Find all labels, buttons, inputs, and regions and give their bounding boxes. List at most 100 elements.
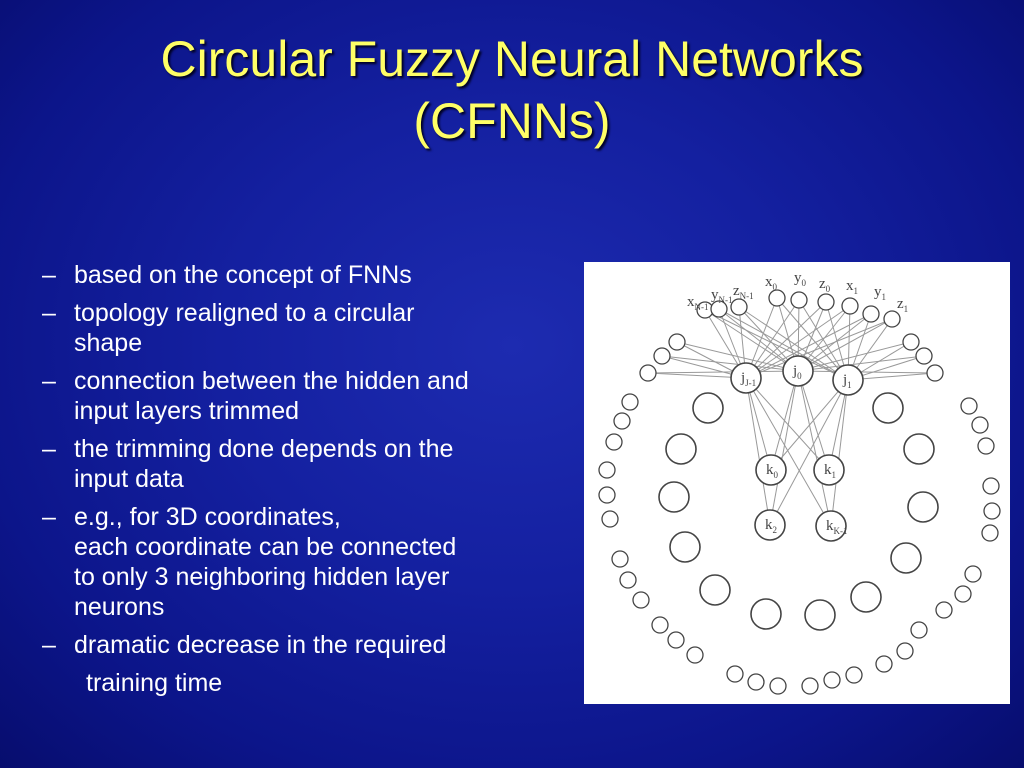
input-hidden-connection — [738, 306, 849, 381]
input-label-sub: 1 — [882, 292, 887, 302]
hidden-neuron — [850, 581, 882, 613]
input-neuron — [841, 297, 859, 315]
input-label: x0 — [765, 274, 778, 292]
input-neuron — [801, 677, 819, 695]
bullet-text: connection between the hidden and — [74, 367, 469, 395]
hidden-neuron — [750, 598, 782, 630]
hidden-output-connection — [745, 377, 830, 471]
input-neuron — [954, 585, 972, 603]
input-neuron — [710, 300, 728, 318]
slide-title-line-1: Circular Fuzzy Neural Networks — [160, 31, 864, 87]
input-label-sub: 0 — [802, 278, 807, 288]
bullet-text: neurons — [74, 593, 165, 621]
input-neuron — [730, 298, 748, 316]
input-label-sub: N-1 — [740, 291, 754, 301]
output-neuron-k — [815, 510, 847, 542]
input-neuron — [960, 397, 978, 415]
input-neuron — [621, 393, 639, 411]
input-neuron — [747, 673, 765, 691]
input-hidden-connection — [704, 309, 799, 372]
input-neuron — [667, 631, 685, 649]
hidden-neuron — [804, 599, 836, 631]
bullet-dash: – — [42, 435, 56, 463]
bullet-text: input data — [74, 465, 184, 493]
output-neuron-k — [754, 509, 786, 541]
input-neuron — [926, 364, 944, 382]
input-neuron — [613, 412, 631, 430]
input-label-sub: 0 — [826, 284, 831, 294]
output-neuron-k — [813, 454, 845, 486]
input-neuron — [915, 347, 933, 365]
input-label-sub: N-1 — [719, 295, 733, 305]
input-neuron — [977, 437, 995, 455]
input-label: z1 — [897, 296, 908, 314]
bullet-list: – based on the concept of FNNs – topolog… — [42, 260, 582, 706]
hidden-neuron-j-label: j0 — [792, 363, 802, 381]
hidden-neuron — [907, 491, 939, 523]
hidden-neuron — [872, 392, 904, 424]
slide-title: Circular Fuzzy Neural Networks (CFNNs) — [0, 28, 1024, 152]
input-neuron — [601, 510, 619, 528]
bullet-item: – dramatic decrease in the required trai… — [42, 630, 582, 698]
bullet-text: input layers trimmed — [74, 397, 300, 425]
hidden-neuron — [890, 542, 922, 574]
hidden-neuron — [903, 433, 935, 465]
bullet-dash: – — [42, 299, 56, 327]
input-hidden-connection — [745, 305, 851, 379]
input-neuron — [611, 550, 629, 568]
hidden-output-connection — [797, 370, 832, 527]
bullet-item: – connection between the hidden and inpu… — [42, 366, 582, 426]
input-neuron — [862, 305, 880, 323]
input-label-sub: 1 — [854, 286, 859, 296]
input-neuron — [845, 666, 863, 684]
input-neuron — [619, 571, 637, 589]
input-label: x1 — [846, 278, 858, 296]
input-label: y1 — [874, 284, 886, 302]
bullet-item: – based on the concept of FNNs — [42, 260, 582, 290]
hidden-neuron-j-label: j1 — [842, 372, 852, 390]
bullet-text: shape — [74, 329, 143, 357]
bullet-dash: – — [42, 631, 56, 659]
input-neuron — [964, 565, 982, 583]
input-hidden-connection — [647, 370, 799, 374]
input-neuron — [653, 347, 671, 365]
input-neuron — [726, 665, 744, 683]
input-neuron — [982, 477, 1000, 495]
hidden-neuron — [699, 574, 731, 606]
hidden-output-connection — [745, 377, 772, 471]
input-hidden-connection — [661, 355, 799, 372]
input-label: xN-1 — [687, 294, 709, 312]
input-neuron — [598, 486, 616, 504]
input-neuron — [823, 671, 841, 689]
input-neuron — [790, 291, 808, 309]
hidden-output-connection — [830, 379, 849, 527]
bullet-dash: – — [42, 367, 56, 395]
output-neuron-k-label-sub: 2 — [773, 525, 778, 535]
slide-title-line-2: (CFNNs) — [413, 93, 611, 149]
input-neuron — [769, 677, 787, 695]
input-neuron — [598, 461, 616, 479]
bullet-text: each coordinate can be connected — [74, 533, 457, 561]
bullet-item: – e.g., for 3D coordinates, each coordin… — [42, 502, 582, 622]
hidden-output-connection — [745, 377, 771, 526]
hidden-neuron-j-label-sub: 1 — [847, 380, 852, 390]
input-neuron — [875, 655, 893, 673]
input-hidden-connection — [797, 318, 893, 372]
input-label: y0 — [794, 270, 807, 288]
bullet-item: – the trimming done depends on the input… — [42, 434, 582, 494]
bullet-continuation: training time — [86, 669, 223, 697]
bullet-item: – topology realigned to a circular shape — [42, 298, 582, 358]
output-neuron-k-label-sub: 0 — [774, 470, 779, 480]
output-neuron-k-label-sub: 1 — [832, 470, 837, 480]
output-neuron-k — [755, 454, 787, 486]
input-neuron — [686, 646, 704, 664]
hidden-neuron — [692, 392, 724, 424]
hidden-output-connection — [745, 377, 832, 527]
input-hidden-connection — [797, 355, 925, 372]
input-neuron — [668, 333, 686, 351]
hidden-output-connection — [769, 370, 799, 526]
hidden-neuron-j-label-sub: 0 — [797, 371, 802, 381]
hidden-neuron — [658, 481, 690, 513]
